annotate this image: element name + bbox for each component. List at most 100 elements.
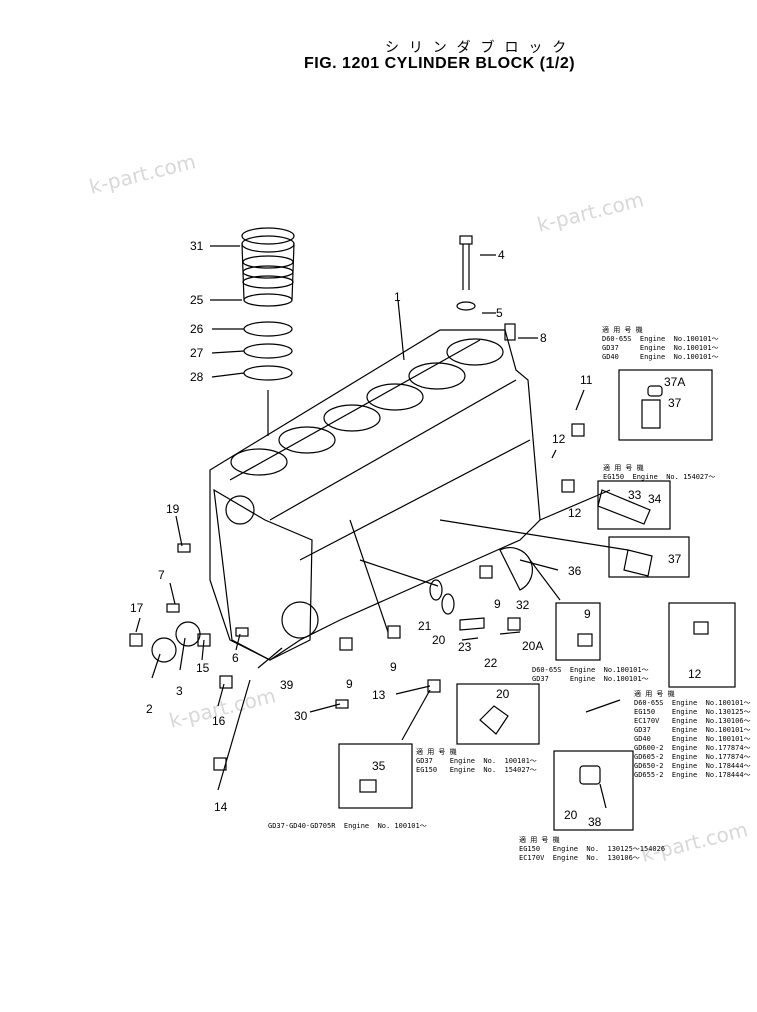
cylinder-liner	[241, 227, 295, 307]
callout-5: 5	[496, 306, 503, 320]
callout-21: 21	[418, 619, 432, 633]
plug-part	[427, 679, 441, 693]
plug-part	[479, 565, 493, 579]
plug-part	[129, 633, 143, 647]
callout-9: 9	[494, 597, 501, 611]
cup-plug	[151, 637, 177, 663]
callout-35: 35	[372, 759, 386, 773]
plug-part	[507, 617, 521, 631]
callout-23: 23	[458, 640, 472, 654]
callout-6: 6	[232, 651, 239, 665]
callout-27: 27	[190, 346, 204, 360]
title-japanese: シ リ ン ダ ブ ロ ッ ク	[385, 39, 570, 55]
applicability-note: 適 用 号 機 D60-65S Engine No.100101～ GD37 E…	[602, 326, 719, 361]
callout-15: 15	[196, 661, 210, 675]
applicability-note: D60-65S Engine No.100101～ GD37 Engine No…	[532, 666, 649, 683]
callout-9: 9	[346, 677, 353, 691]
inset-box-33	[597, 480, 671, 530]
applicability-note: 適 用 号 機 EG150 Engine No. 154027～	[603, 464, 716, 481]
gasket-part	[441, 593, 455, 615]
callout-37A: 37A	[664, 375, 686, 389]
callout-9: 9	[584, 607, 591, 621]
sensor-part	[359, 779, 377, 793]
sensor-part	[623, 549, 653, 577]
pipe-part	[529, 559, 561, 601]
figure-title: FIG. 1201 CYLINDER BLOCK (1/2)	[304, 55, 576, 72]
callout-2: 2	[146, 702, 153, 716]
applicability-note: GD37·GD40·GD705R Engine No. 100101～	[268, 822, 427, 830]
o-ring	[243, 321, 293, 337]
inset-box-37b	[608, 536, 690, 578]
callout-22: 22	[484, 656, 498, 670]
callout-4: 4	[498, 248, 505, 262]
callout-37: 37	[668, 552, 682, 566]
plug-part	[387, 625, 401, 639]
callout-13: 13	[372, 688, 386, 702]
callout-30: 30	[294, 709, 308, 723]
callout-12: 12	[552, 432, 566, 446]
callout-11: 11	[580, 373, 593, 387]
callout-25: 25	[190, 293, 204, 307]
inset-box-35	[338, 743, 413, 809]
callout-7: 7	[158, 568, 165, 582]
callout-20: 20	[496, 687, 510, 701]
callout-39: 39	[280, 678, 294, 692]
plug-part	[213, 757, 227, 771]
plug-part	[219, 675, 233, 689]
callout-33: 33	[628, 488, 642, 502]
callout-19: 19	[166, 502, 180, 516]
pin-part	[235, 627, 249, 637]
plug-part	[577, 633, 593, 647]
callout-20: 20	[564, 808, 578, 822]
applicability-note: 適 用 号 機 GD37 Engine No. 100101～ EG150 En…	[416, 748, 537, 774]
callout-36: 36	[568, 564, 582, 578]
applicability-note: 適 用 号 機 D60-65S Engine No.100101～ EG150 …	[634, 690, 751, 779]
callout-31: 31	[190, 239, 204, 253]
bolt-part	[459, 617, 485, 631]
thermostat-part	[499, 547, 533, 591]
o-ring	[243, 343, 293, 359]
plug-part	[693, 621, 709, 635]
plug-part	[197, 633, 211, 647]
callout-12: 12	[568, 506, 582, 520]
inset-box-9	[555, 602, 601, 661]
pin-part	[177, 543, 191, 553]
callout-20: 20	[432, 633, 446, 647]
callout-1: 1	[394, 290, 401, 304]
applicability-note: 適 用 号 機 EG150 Engine No. 130125～154026 E…	[519, 836, 666, 862]
inset-box-12	[668, 602, 736, 688]
cup-plug	[175, 621, 201, 647]
pipe-part	[599, 783, 607, 809]
gasket-part	[429, 579, 443, 601]
sensor-part	[597, 489, 651, 525]
callout-9: 9	[390, 660, 397, 674]
callout-32: 32	[516, 598, 530, 612]
callout-16: 16	[212, 714, 226, 728]
callout-26: 26	[190, 322, 204, 336]
plug-part	[571, 423, 585, 437]
callout-17: 17	[130, 601, 144, 615]
elbow-part	[479, 705, 509, 735]
callout-38: 38	[588, 815, 602, 829]
callout-14: 14	[214, 800, 228, 814]
inset-box-37	[618, 369, 713, 441]
callout-8: 8	[540, 331, 547, 345]
washer	[456, 301, 476, 311]
plug-part	[561, 479, 575, 493]
callout-28: 28	[190, 370, 204, 384]
plug-part	[647, 385, 663, 397]
pin-part	[166, 603, 180, 613]
o-ring	[243, 365, 293, 381]
callout-20A: 20A	[522, 639, 544, 653]
plug-part	[641, 399, 661, 429]
bolt-part	[335, 699, 349, 709]
inset-box-20	[456, 683, 540, 745]
inset-box-38	[553, 750, 634, 831]
callout-37: 37	[668, 396, 682, 410]
callout-12: 12	[688, 667, 702, 681]
head-bolt	[459, 235, 473, 290]
plate-part	[579, 765, 601, 785]
plug-part	[339, 637, 353, 651]
